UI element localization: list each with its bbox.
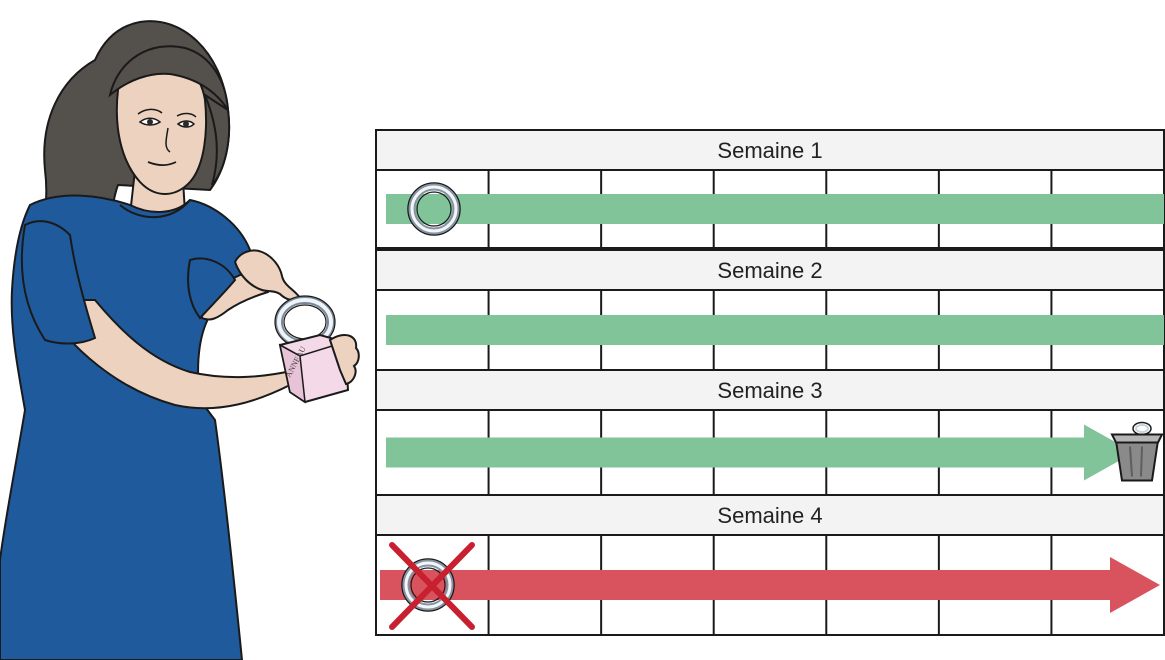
usage-band: [386, 194, 1164, 224]
week-label: Semaine 4: [717, 503, 822, 528]
ring-icon: [407, 182, 461, 236]
ring-box-icon: ANNEAU: [278, 333, 350, 404]
week-label: Semaine 2: [717, 258, 822, 283]
week-header: [375, 129, 1165, 171]
crossed-ring-icon: [389, 542, 475, 630]
week-label: Semaine 3: [717, 378, 822, 403]
week-row: Semaine 4: [375, 494, 1165, 636]
calendar-grid: Semaine 1 Semaine 2 Semaine 3 Semaine 4: [375, 129, 1165, 636]
week-row: Semaine 3: [375, 369, 1165, 496]
usage-band: [386, 315, 1164, 345]
cross-stroke: [389, 542, 475, 630]
week-row: Semaine 1: [375, 129, 1165, 249]
usage-arrow: [386, 424, 1134, 481]
week-label: Semaine 1: [717, 138, 822, 163]
week-header: [375, 494, 1165, 536]
woman-illustration: ANNEAU: [0, 20, 360, 660]
week-row: Semaine 2: [375, 249, 1165, 371]
trash-bin-icon: [1110, 421, 1164, 482]
week-header: [375, 369, 1165, 411]
usage-arrow: [380, 557, 1160, 613]
ring-icon: [401, 558, 455, 612]
